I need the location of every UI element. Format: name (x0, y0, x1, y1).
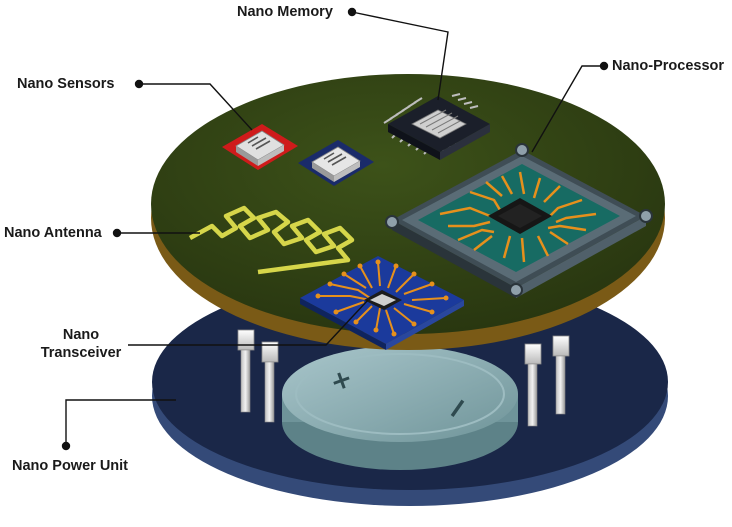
pin-right-1 (524, 343, 542, 427)
leader-transceiver (128, 299, 369, 346)
battery: + − (282, 346, 518, 470)
leader-lines (65, 11, 604, 446)
leader-dot-sensors (134, 79, 144, 89)
pin-right-2 (552, 335, 570, 415)
label-nano-transceiver: Nano Transceiver (40, 326, 122, 362)
label-nano-transceiver-line1: Nano (62, 327, 100, 343)
leader-dot-memory (347, 7, 357, 17)
leader-dot-processor (599, 61, 609, 71)
leader-dot-antenna (112, 228, 122, 238)
leader-processor (531, 65, 604, 153)
sensor-navy (298, 140, 374, 186)
leader-memory (351, 11, 449, 101)
memory-chip (383, 93, 490, 160)
leader-power (65, 399, 176, 446)
label-nano-sensors: Nano Sensors (17, 76, 115, 92)
label-nano-processor: Nano-Processor (612, 58, 725, 74)
battery-top (282, 346, 518, 442)
antenna (188, 205, 355, 275)
label-nano-power-unit: Nano Power Unit (12, 458, 129, 474)
leader-dots (61, 7, 609, 451)
leader-sensors (139, 83, 253, 131)
sensor-red (222, 124, 298, 170)
label-nano-transceiver-line2: Transceiver (40, 345, 122, 361)
pin-left-2 (261, 341, 279, 423)
processor (385, 143, 653, 298)
label-nano-memory: Nano Memory (237, 4, 333, 20)
leader-dot-power (61, 441, 71, 451)
transceiver (300, 256, 464, 350)
label-nano-antenna: Nano Antenna (4, 225, 102, 241)
